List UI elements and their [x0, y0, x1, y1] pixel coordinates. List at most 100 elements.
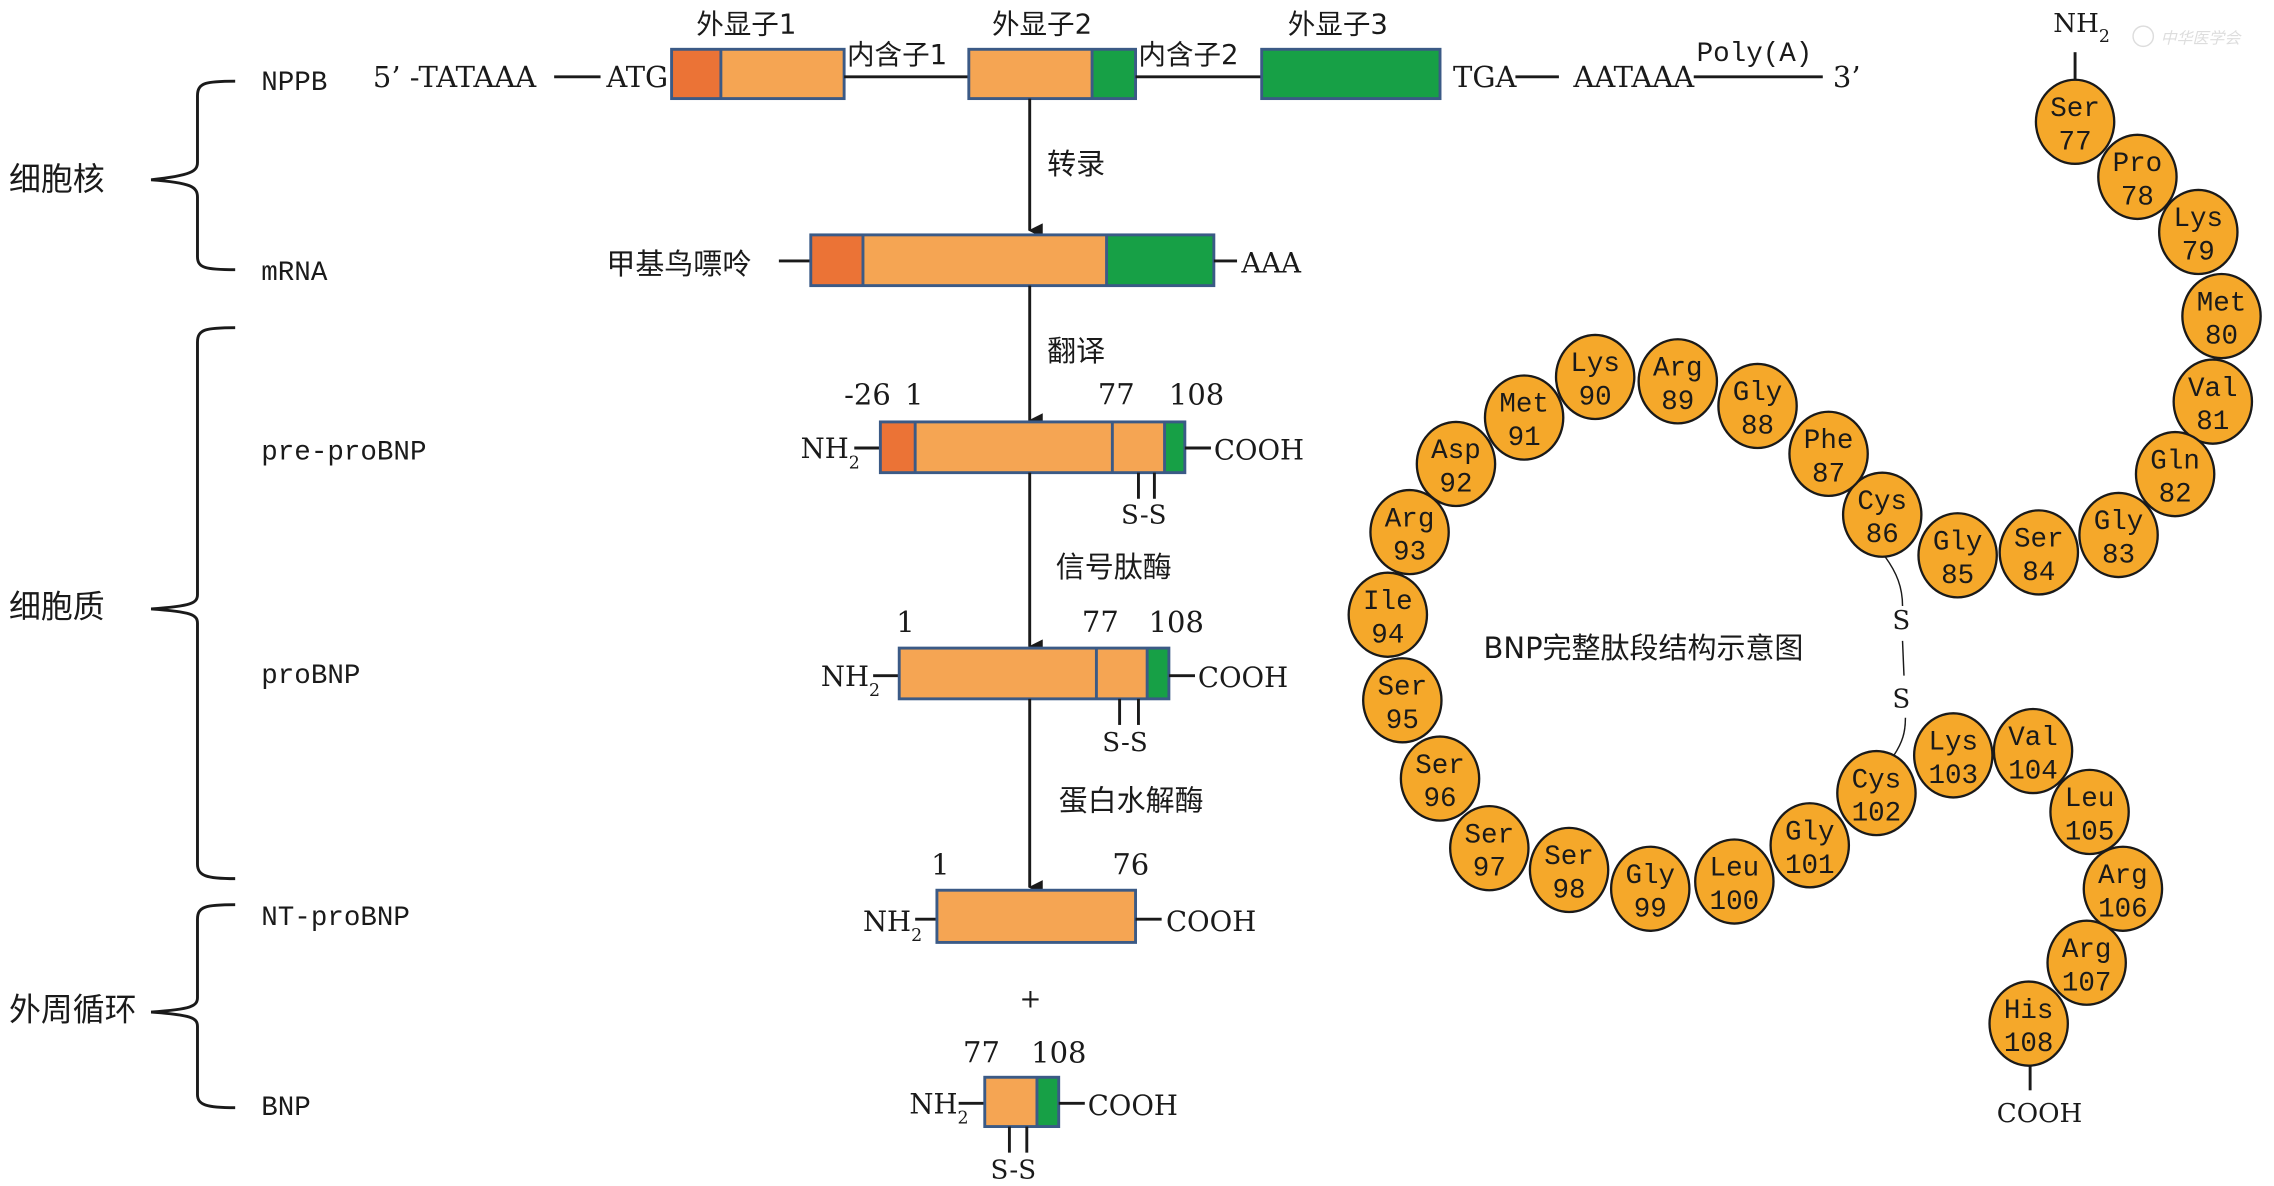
residue-circle [1399, 735, 1481, 822]
pro-nh2: NH2 [821, 661, 880, 701]
row-label-mrna: mRNA [261, 258, 328, 289]
residue-circle [2049, 768, 2130, 856]
pro-green-segment [1147, 648, 1169, 699]
residue-circle [1912, 712, 1994, 799]
residue-name: Arg [2062, 935, 2112, 966]
residue-name: Lys [1928, 728, 1978, 759]
residue-circle [1841, 471, 1923, 558]
pos-bnp-77: 77 [963, 1036, 1000, 1070]
bnp-box [983, 1075, 1061, 1129]
residue-circle [1449, 804, 1530, 892]
residue-circle [2181, 272, 2262, 360]
bnp-nh2: NH2 [909, 1089, 968, 1129]
residue-number: 98 [1553, 875, 1586, 906]
residue-number: 82 [2159, 480, 2192, 511]
residue-name: Gly [1785, 817, 1835, 848]
compartment-circulation: 外周循环 [9, 903, 236, 1110]
pro-orange-segment [899, 648, 1148, 699]
residue-number: 95 [1386, 706, 1419, 737]
residue-circle [1637, 338, 1719, 425]
nt-cooh: COOH [1166, 906, 1256, 938]
pre-nh2: NH2 [801, 433, 860, 473]
residue-circle [1347, 571, 1429, 658]
residue-circle [1769, 802, 1851, 889]
pos-pro-77: 77 [1082, 605, 1119, 639]
residue-circle [1717, 362, 1798, 450]
residue-circle [2078, 491, 2159, 579]
residue-circle [2172, 358, 2254, 445]
bnp-cooh: COOH [1088, 1090, 1178, 1122]
residue-number: 92 [1439, 470, 1472, 501]
residue-number: 90 [1579, 383, 1612, 414]
residue-number: 84 [2022, 558, 2055, 589]
exon1-box [670, 47, 846, 101]
nt-probnp-structure: 1 76 NH2 COOH [863, 847, 1256, 946]
residue-number: 93 [1393, 538, 1426, 569]
disulfide-line-lower [1893, 717, 1907, 756]
residue-circle [2046, 919, 2127, 1006]
row-label-nt-pro: NT-proBNP [261, 903, 410, 934]
pos-pre-minus26: -26 [844, 378, 891, 412]
residue-number: 94 [1371, 620, 1404, 651]
residue-number: 104 [2008, 757, 2058, 788]
five-prime-promoter: 5’ -TATAAA [373, 60, 537, 94]
residue-circle [2097, 133, 2178, 221]
residue-circle [1528, 826, 1610, 914]
residue-name: Arg [2098, 861, 2148, 892]
residue-number: 78 [2121, 182, 2154, 213]
residue-name: His [2004, 996, 2054, 1027]
pre-cooh: COOH [1214, 435, 1304, 467]
exon3-label: 外显子3 [1288, 8, 1388, 40]
residue-circle [1694, 838, 1775, 925]
probnp-structure: 1 77 108 NH2 COOH S-S [821, 605, 1288, 758]
residue-name: Val [2008, 723, 2058, 754]
transcription-label: 转录 [1047, 147, 1105, 181]
residue-number: 81 [2196, 407, 2229, 438]
residue-number: 88 [1741, 412, 1774, 443]
cytoplasm-label: 细胞质 [9, 588, 105, 626]
probnp-box [897, 646, 1171, 701]
exon2-green-segment [1092, 49, 1136, 99]
exon1-label: 外显子1 [696, 8, 796, 40]
watermark-text: 中华医学会 [2161, 28, 2243, 47]
translation-label: 翻译 [1047, 334, 1105, 368]
exon1-signal-segment [671, 49, 721, 99]
residue-name: Ser [1544, 842, 1594, 873]
residue-number: 101 [1785, 851, 1835, 882]
exon1-main-segment [720, 49, 845, 99]
residue-circle [2034, 78, 2116, 165]
residue-name: Cys [1857, 487, 1907, 518]
residue-circle [1836, 749, 1917, 837]
residue-name: Met [1499, 390, 1549, 421]
cytoplasm-brace [150, 326, 236, 881]
circulation-label: 外周循环 [9, 991, 136, 1029]
compartment-nucleus: 细胞核 [9, 79, 236, 272]
residue-name: Gly [1933, 528, 1983, 559]
residue-name: Leu [2065, 784, 2115, 815]
residue-circle [1554, 333, 1636, 421]
protease-label: 蛋白水解酶 [1059, 783, 1204, 817]
nucleus-brace [150, 79, 236, 272]
polya-label: Poly(A) [1697, 39, 1813, 70]
residue-circle [1788, 410, 1869, 498]
